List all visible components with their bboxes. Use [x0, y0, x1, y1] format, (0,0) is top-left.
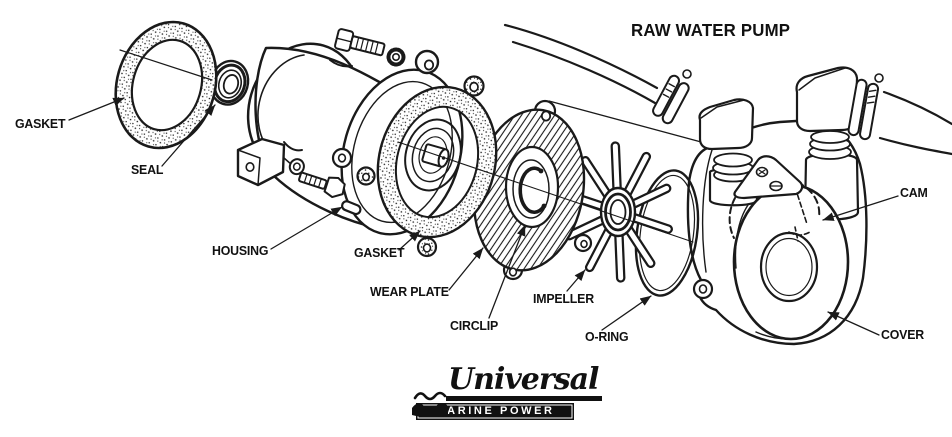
mount-bracket-line [548, 100, 717, 147]
wave-icon [412, 391, 448, 418]
drain-bolt [288, 158, 346, 199]
clamp-screw-right [874, 73, 884, 83]
seal-drawing [209, 59, 250, 106]
label-cover: COVER [881, 327, 924, 342]
pump-body [652, 66, 884, 346]
star-washer [386, 47, 406, 67]
clamp-screw-left [682, 69, 692, 79]
label-gasket-center: GASKET [354, 245, 405, 260]
circlip-drawing [518, 166, 547, 215]
label-circlip: CIRCLIP [450, 318, 499, 333]
gasket-left-drawing [114, 20, 218, 150]
label-o-ring: O-RING [585, 329, 629, 344]
outlet-hose [878, 90, 952, 156]
label-gasket-left: GASKET [15, 116, 66, 131]
o-ring-drawing [634, 169, 700, 297]
shaft-key [341, 200, 362, 216]
label-housing: HOUSING [212, 243, 269, 258]
diagram-title: RAW WATER PUMP [631, 20, 791, 40]
label-wear-plate: WEAR PLATE [370, 284, 449, 299]
hose-clamp-left [652, 74, 690, 125]
mounting-block [236, 137, 301, 187]
hose-clamp-right [847, 78, 880, 141]
inlet-hose [503, 23, 659, 105]
wear-plate-drawing [472, 99, 593, 281]
brand-logo: Universal MARINE POWER [412, 365, 603, 420]
brand-name: Universal [446, 365, 603, 401]
label-cam: CAM [900, 185, 928, 200]
label-seal: SEAL [131, 162, 164, 177]
cover-drawing [732, 183, 850, 341]
flange-bolt [334, 28, 386, 57]
shaft-axis-line [397, 141, 694, 243]
impeller-drawing [563, 141, 673, 283]
leader-arrows [68, 97, 899, 336]
label-impeller: IMPELLER [533, 291, 594, 306]
cam-bracket [733, 155, 804, 200]
brand-tagline: MARINE POWER [416, 402, 574, 420]
